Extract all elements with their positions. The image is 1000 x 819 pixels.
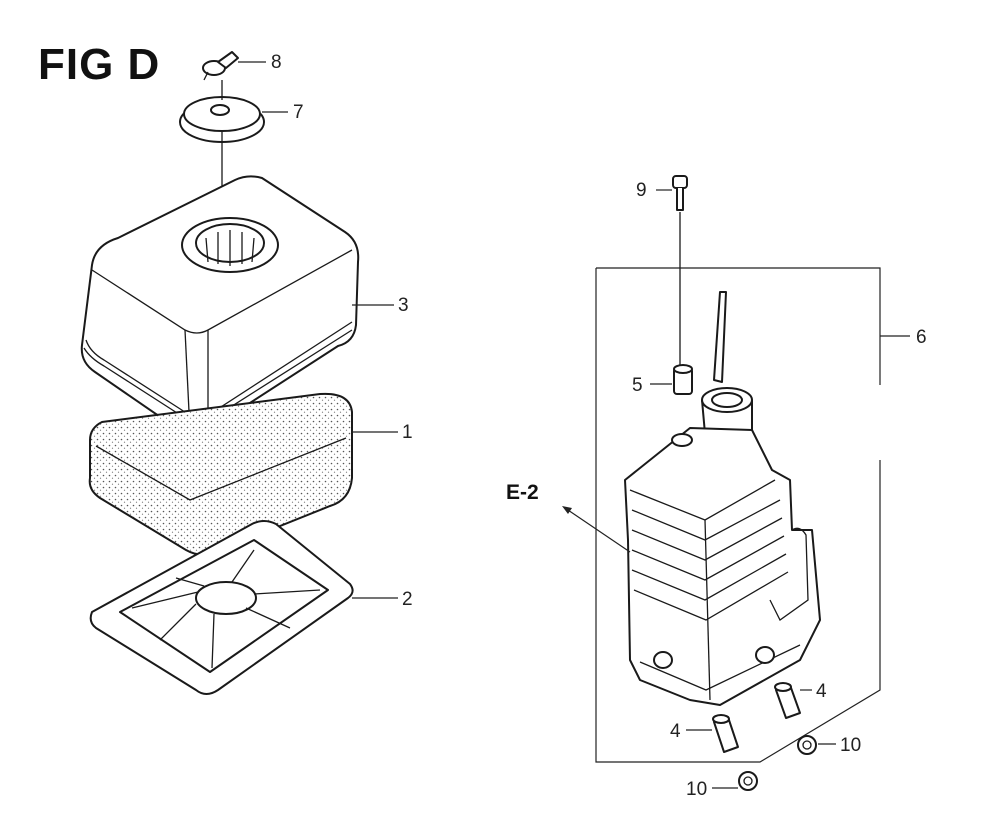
callout-10-lower: 10 <box>686 779 707 800</box>
wing-nut-part-8 <box>202 51 239 81</box>
foam-element-part-1 <box>88 392 353 556</box>
assembly-bracket-bottom <box>595 268 881 763</box>
cover-plate-part-7 <box>179 96 265 143</box>
callout-2: 2 <box>402 589 413 610</box>
nut-part-10-lower <box>738 771 758 791</box>
callout-3: 3 <box>398 295 409 316</box>
bolt-part-9 <box>672 175 688 211</box>
element-base-part-2 <box>89 520 354 695</box>
air-cleaner-case-part-6 <box>624 291 821 706</box>
air-cleaner-cover-part-3 <box>80 175 360 437</box>
tube-part-4-left <box>712 714 739 753</box>
callout-9: 9 <box>636 180 647 201</box>
callout-4-left: 4 <box>670 721 681 742</box>
callout-10-upper: 10 <box>840 735 861 756</box>
callout-8: 8 <box>271 52 282 73</box>
figure-title: FIG D <box>38 40 161 89</box>
tube-part-4-right <box>774 682 801 719</box>
nut-part-10-upper <box>797 735 817 755</box>
callout-4-right: 4 <box>816 681 827 702</box>
callout-1: 1 <box>402 422 413 443</box>
callout-5: 5 <box>632 375 643 396</box>
reference-label-e2: E-2 <box>506 481 539 504</box>
collar-part-5 <box>673 364 693 395</box>
callout-6: 6 <box>916 327 927 348</box>
assembly-bracket-top <box>596 267 881 385</box>
callout-7: 7 <box>293 102 304 123</box>
